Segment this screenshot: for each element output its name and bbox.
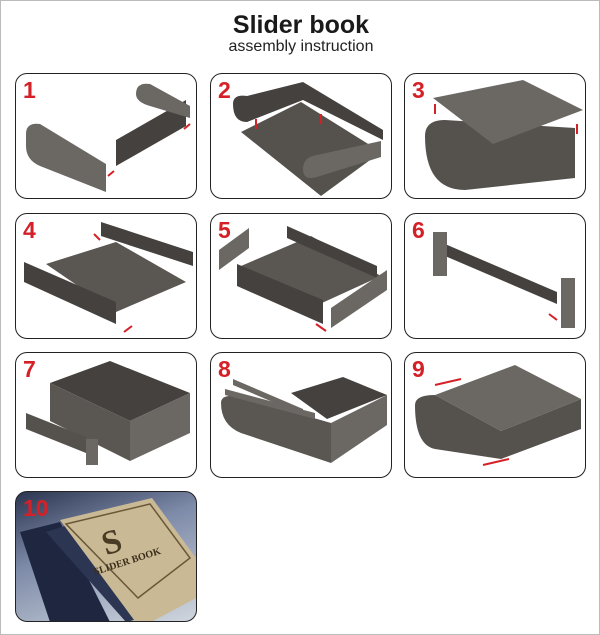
step-7-illustration — [26, 361, 190, 465]
finished-book-photo: S SLIDER BOOK — [20, 498, 196, 621]
step-panel-1: 1 — [15, 73, 197, 199]
step-6-illustration — [433, 232, 575, 328]
step-panel-9: 9 — [404, 352, 586, 478]
step-number: 1 — [23, 77, 36, 103]
step-panel-8: 8 — [210, 352, 392, 478]
step-9-illustration — [415, 365, 581, 466]
step-number: 8 — [218, 356, 231, 382]
step-3-illustration — [425, 80, 583, 190]
step-panel-7: 7 — [15, 352, 197, 478]
page-title: Slider book — [232, 11, 370, 39]
step-number: 4 — [23, 217, 36, 243]
step-panel-6: 6 — [404, 213, 586, 339]
step-2-illustration — [233, 82, 383, 196]
step-4-illustration — [24, 222, 193, 333]
step-number: 5 — [218, 217, 231, 243]
step-number: 6 — [412, 217, 425, 243]
step-panel-3: 3 — [404, 73, 586, 199]
step-panel-2: 2 — [210, 73, 392, 199]
step-number: 3 — [412, 77, 425, 103]
step-8-illustration — [221, 377, 387, 463]
step-number: 2 — [218, 77, 231, 103]
step-panel-5: 5 — [210, 213, 392, 339]
step-5-illustration — [219, 226, 387, 332]
step-number: 10 — [23, 495, 49, 521]
step-panel-10-photo: 10 S SLIDER BOOK — [15, 491, 197, 622]
step-panel-4: 4 — [15, 213, 197, 339]
step-number: 7 — [23, 356, 36, 382]
page-subtitle: assembly instruction — [228, 38, 374, 55]
step-number: 9 — [412, 356, 425, 382]
step-1-illustration — [26, 83, 191, 192]
